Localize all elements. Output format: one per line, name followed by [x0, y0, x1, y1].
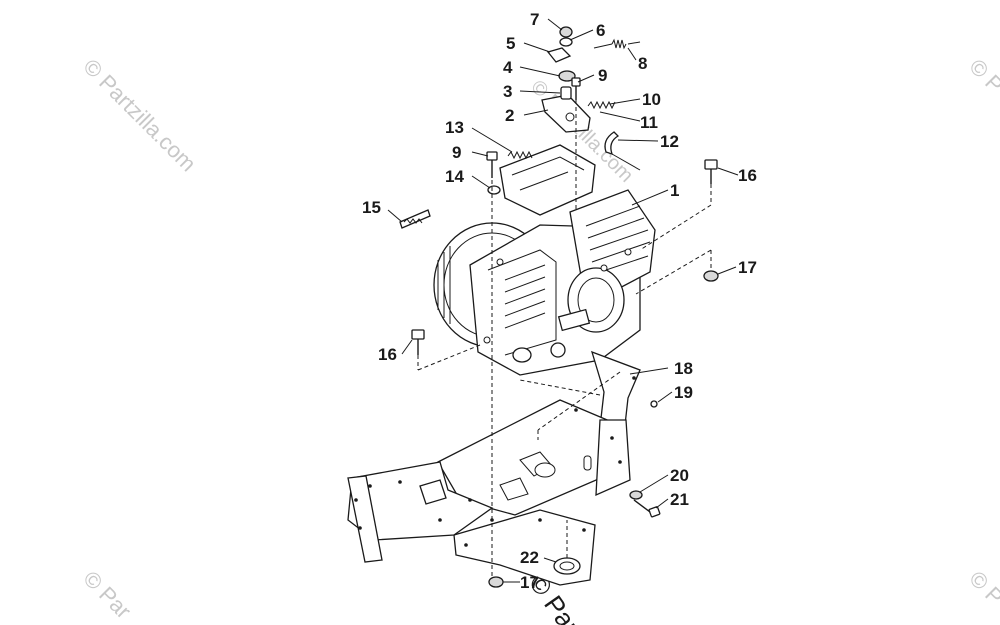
callout-4: 4	[503, 58, 513, 77]
callout-5: 5	[506, 34, 515, 53]
callout-10: 10	[642, 90, 661, 109]
callout-18: 18	[674, 359, 693, 378]
callout-16-right: 16	[738, 166, 757, 185]
engine-base-frame	[347, 350, 661, 586]
leader-lines	[387, 18, 739, 583]
callout-2: 2	[505, 106, 514, 125]
callout-11: 11	[640, 113, 658, 132]
callout-7: 7	[530, 10, 539, 29]
callout-3: 3	[503, 82, 512, 101]
watermark-top-left: © Partzilla.com	[78, 54, 201, 177]
watermark-bottom-right: © P	[964, 566, 1000, 610]
callout-6: 6	[596, 21, 605, 40]
callout-8: 8	[638, 54, 647, 73]
callout-1: 1	[670, 181, 679, 200]
callout-labels: 7 6 5 8 4 9 3 10 2 11 13 12 9 14 1 16 15…	[362, 10, 757, 592]
callout-12: 12	[660, 132, 679, 151]
callout-17-bottom: 17	[520, 573, 539, 592]
callout-9-top: 9	[598, 66, 607, 85]
callout-14: 14	[445, 167, 464, 186]
watermark-top-right: © P	[964, 54, 1000, 98]
callout-17-right: 17	[738, 258, 757, 277]
governor-linkage	[399, 26, 641, 229]
callout-9-left: 9	[452, 143, 461, 162]
callout-21: 21	[670, 490, 689, 509]
callout-20: 20	[670, 466, 689, 485]
engine-mount-bolts	[411, 159, 719, 588]
callout-13: 13	[445, 118, 464, 137]
callout-22: 22	[520, 548, 539, 567]
callout-15: 15	[362, 198, 381, 217]
callout-16-left: 16	[378, 345, 397, 364]
callout-19: 19	[674, 383, 693, 402]
watermark-bottom-left: © Par	[78, 566, 136, 624]
